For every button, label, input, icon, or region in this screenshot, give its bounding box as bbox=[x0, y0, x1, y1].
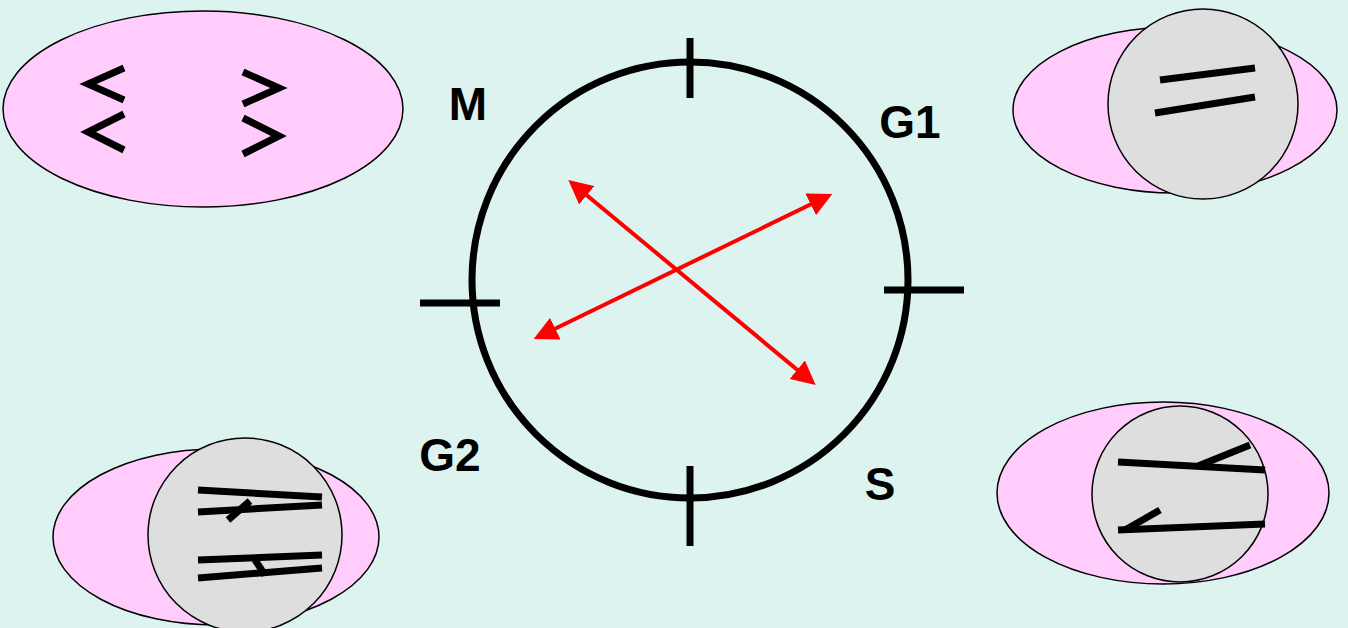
cycle-circle bbox=[472, 62, 908, 498]
chromosomes bbox=[198, 490, 322, 578]
phase-tick bbox=[687, 38, 694, 98]
chromosome bbox=[255, 560, 265, 575]
double-arrow bbox=[572, 183, 812, 382]
chromosome bbox=[228, 501, 250, 520]
g2-cell bbox=[53, 438, 379, 628]
chromosome bbox=[1198, 445, 1250, 466]
chromosome bbox=[1160, 68, 1255, 80]
double-arrows bbox=[538, 183, 828, 382]
chromosome bbox=[1155, 97, 1255, 113]
phase-tick bbox=[687, 466, 694, 546]
phase-label: S bbox=[865, 461, 896, 507]
chromosomes bbox=[1155, 68, 1255, 113]
double-arrow bbox=[538, 196, 828, 337]
chromosome bbox=[88, 68, 124, 100]
chromosome bbox=[243, 118, 279, 154]
phase-label: G2 bbox=[419, 432, 480, 478]
s-cell bbox=[997, 402, 1329, 584]
mitosis-cell bbox=[3, 11, 403, 207]
chromosome bbox=[198, 505, 322, 512]
nucleus bbox=[1108, 9, 1298, 199]
chromosomes bbox=[88, 68, 279, 154]
nucleus bbox=[148, 438, 342, 628]
cycle-wheel bbox=[420, 38, 964, 546]
chromosomes bbox=[1118, 445, 1265, 530]
cell-body bbox=[997, 402, 1329, 584]
phase-tick bbox=[420, 300, 500, 307]
phase-tick bbox=[884, 287, 964, 294]
chromosome bbox=[88, 114, 124, 150]
cell-body bbox=[3, 11, 403, 207]
phase-label: M bbox=[449, 81, 487, 127]
g1-cell bbox=[1013, 9, 1337, 199]
chromosome bbox=[1118, 462, 1265, 470]
nucleus bbox=[1092, 406, 1268, 582]
chromosome bbox=[1125, 510, 1160, 530]
chromosome bbox=[243, 72, 279, 104]
chromosome bbox=[198, 555, 322, 560]
chromosome bbox=[198, 490, 322, 497]
phase-label: G1 bbox=[879, 99, 940, 145]
